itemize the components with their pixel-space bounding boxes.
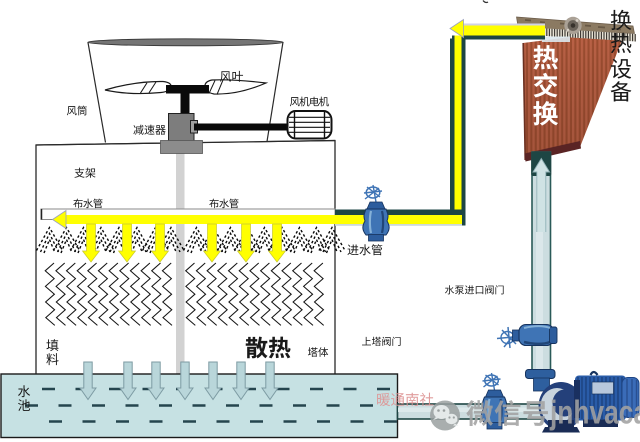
svg-text:jnhvaca: jnhvaca: [549, 394, 640, 431]
